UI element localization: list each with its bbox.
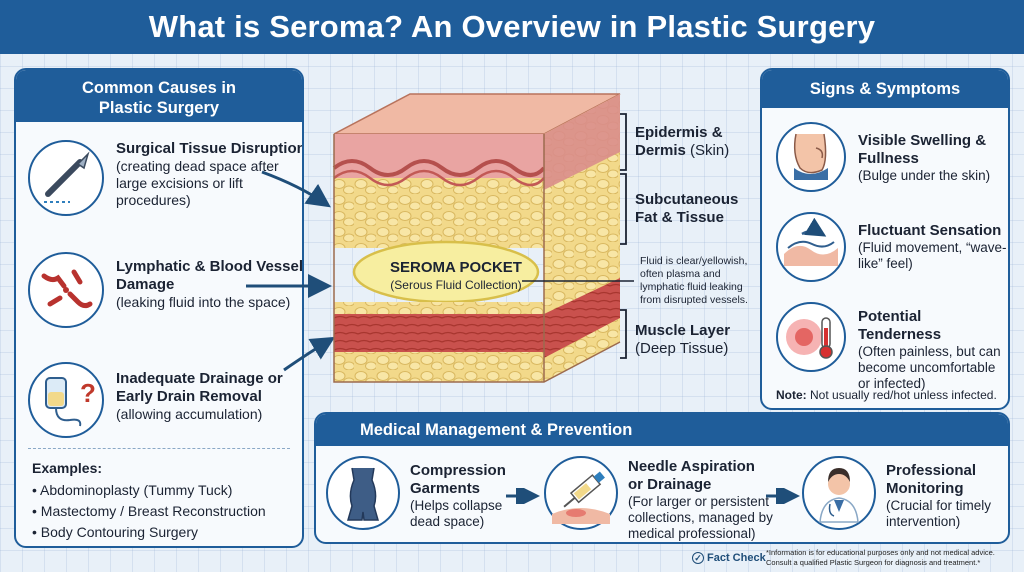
list-item: • Body Contouring Surgery <box>32 524 198 540</box>
cause-item: Surgical Tissue Disruption(creating dead… <box>16 136 304 216</box>
layer-label-muscle: Muscle Layer(Deep Tissue) <box>635 322 731 357</box>
page-title: What is Seroma? An Overview in Plastic S… <box>0 0 1024 54</box>
drain-bag-icon: ? <box>28 362 104 438</box>
management-title: Compression Garments <box>410 462 506 497</box>
layer-label-fat: Subcutaneous Fat & Tissue <box>635 191 739 226</box>
examples-list: • Abdominoplasty (Tummy Tuck) • Mastecto… <box>32 480 266 543</box>
compression-garment-icon <box>326 456 400 530</box>
seroma-pocket-label: SEROMA POCKET (Serous Fluid Collection) <box>386 259 526 292</box>
tissue-diagram <box>332 93 621 383</box>
list-item: • Mastectomy / Breast Reconstruction <box>32 503 266 519</box>
symptoms-heading: Signs & Symptoms <box>762 70 1008 108</box>
list-item: • Abdominoplasty (Tummy Tuck) <box>32 482 233 498</box>
layer-label-skin: Epidermis & Dermis (Skin) <box>635 124 730 159</box>
disclaimer: *Information is for educational purposes… <box>766 548 995 567</box>
svg-text:?: ? <box>80 378 96 408</box>
symptom-desc: (Often painless, but can become uncomfor… <box>858 344 1001 391</box>
thermometer-icon <box>776 302 846 372</box>
arrow <box>506 488 540 504</box>
wave-icon <box>776 212 846 282</box>
cause-desc: (creating dead space after large excisio… <box>116 158 279 208</box>
symptom-title: Fluctuant Sensation <box>858 222 1002 239</box>
cause-title: Surgical Tissue Disruption <box>116 140 304 157</box>
cause-item: ? Inadequate Drainage or Early Drain Rem… <box>16 358 302 438</box>
management-desc: (Helps collapse dead space) <box>410 498 503 529</box>
management-desc: (For larger or persistent collections, m… <box>628 494 773 541</box>
pocket-pointer <box>522 280 634 282</box>
management-title: Needle Aspiration or Drainage <box>628 458 755 493</box>
causes-heading: Common Causes in Plastic Surgery <box>16 70 302 122</box>
arrow <box>766 488 800 504</box>
management-title: Professional Monitoring <box>886 462 977 497</box>
symptoms-note: Note: Not usually red/hot unless infecte… <box>776 388 997 402</box>
fact-check-badge: ✓Fact Check <box>692 552 766 564</box>
management-desc: (Crucial for timely intervention) <box>886 498 992 529</box>
muscle-layer <box>334 314 544 358</box>
management-heading: Medical Management & Prevention <box>316 414 1008 446</box>
cause-desc: (allowing accumulation) <box>116 406 263 422</box>
symptom-desc: (Bulge under the skin) <box>858 168 991 183</box>
cause-desc: (leaking fluid into the space) <box>116 294 291 310</box>
doctor-icon <box>802 456 876 530</box>
layer-brackets <box>620 113 627 359</box>
damaged-vessel-icon <box>28 252 104 328</box>
fat-layer-upper <box>334 178 544 248</box>
management-panel: Medical Management & Prevention Compress… <box>314 412 1010 544</box>
fat-layer-bottom <box>334 352 544 382</box>
symptom-title: Potential Tenderness <box>858 308 942 343</box>
seroma-pocket-title: SEROMA POCKET <box>390 259 522 276</box>
symptom-title: Visible Swelling & Fullness <box>858 132 987 167</box>
fluid-note: Fluid is clear/yellowish, often plasma a… <box>640 255 748 306</box>
cause-title: Inadequate Drainage or Early Drain Remov… <box>116 370 283 405</box>
scalpel-icon <box>28 140 104 216</box>
cause-title: Lymphatic & Blood Vessel Damage <box>116 258 303 293</box>
syringe-icon <box>544 456 618 530</box>
causes-panel: Common Causes in Plastic Surgery Surgica… <box>14 68 304 548</box>
seroma-pocket-sub: (Serous Fluid Collection) <box>390 278 522 292</box>
symptoms-panel: Signs & Symptoms Visible Swelling & Full… <box>760 68 1010 410</box>
divider <box>28 448 290 449</box>
cause-item: Lymphatic & Blood Vessel Damage(leaking … <box>16 250 303 330</box>
symptom-desc: (Fluid movement, “wave-like” feel) <box>858 240 1007 271</box>
swollen-abdomen-icon <box>776 122 846 192</box>
examples-label: Examples: <box>32 460 103 476</box>
check-icon: ✓ <box>692 552 704 564</box>
